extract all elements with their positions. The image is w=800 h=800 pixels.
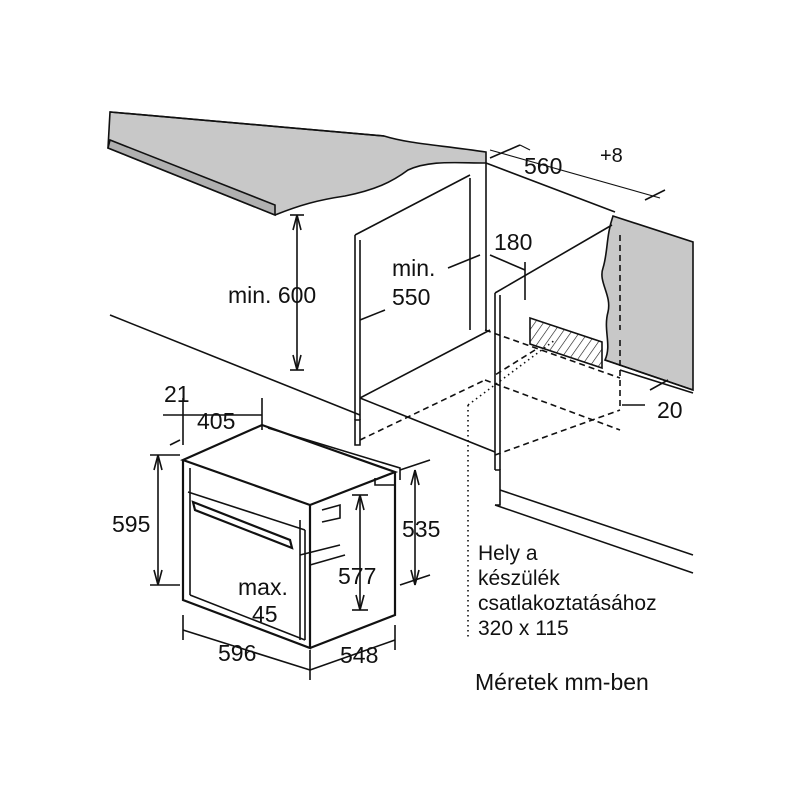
side-gap-label: 20 [657, 397, 683, 423]
connection-note-line2: készülék [478, 567, 560, 590]
min-width-label-line1: min. [392, 255, 435, 281]
oven-width-label: 596 [218, 640, 256, 666]
connection-note-line3: csatlakoztatásához [478, 592, 657, 615]
connection-note-line1: Hely a [478, 542, 538, 565]
vent-depth-label: 180 [494, 229, 532, 255]
max-label-line2: 45 [252, 601, 278, 627]
door-inner-label: 405 [197, 408, 235, 434]
oven-body-height-label: 535 [402, 516, 440, 542]
counter-depth-tolerance: +8 [600, 145, 623, 167]
min-height-label: min. 600 [228, 282, 316, 308]
min-width-label-line2: 550 [392, 284, 430, 310]
counter-depth-label: 560 [524, 153, 562, 179]
oven [180, 423, 401, 650]
door-offset-label: 21 [164, 381, 190, 407]
left-cabinet [354, 174, 496, 453]
connection-note-line4: 320 x 115 [478, 617, 569, 640]
wall-lines [109, 162, 694, 574]
connection-box [467, 316, 603, 640]
dimension-lines [150, 144, 669, 680]
oven-height-label: 595 [112, 511, 150, 537]
left-countertop [107, 111, 487, 217]
units-footer: Méretek mm-ben [475, 669, 649, 695]
right-countertop [601, 214, 694, 394]
oven-depth-label: 548 [340, 642, 378, 668]
max-label-line1: max. [238, 574, 288, 600]
right-cabinet [359, 224, 621, 506]
inner-height-label: 577 [338, 563, 376, 589]
